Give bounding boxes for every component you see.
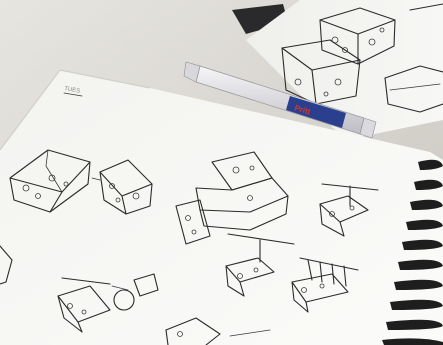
photo-scene: TUES Pritt xyxy=(0,0,443,345)
sketchbook-photo: TUES Pritt xyxy=(0,0,443,345)
